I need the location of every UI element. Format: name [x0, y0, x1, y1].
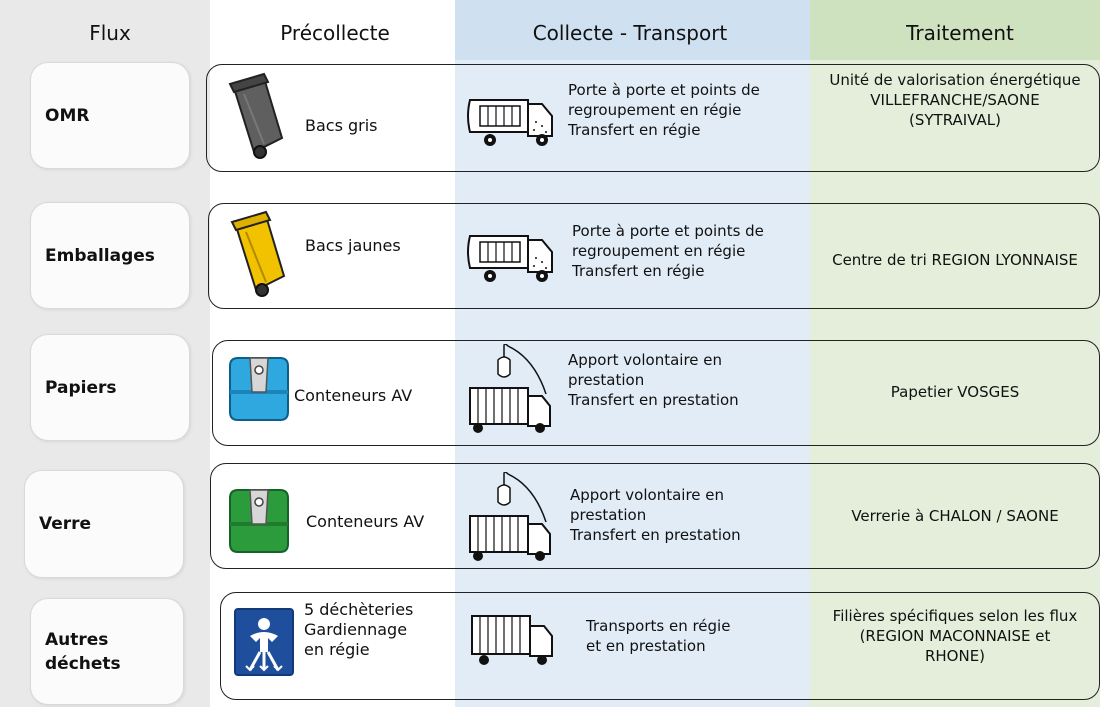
precollecte-text-emballages: Bacs jaunes — [305, 236, 401, 255]
traitement-text-papiers: Papetier VOSGES — [890, 383, 1020, 401]
precollecte-text-omr: Bacs gris — [305, 116, 378, 135]
collecte-text-verre: Apport volontaire en prestation Transfer… — [570, 486, 741, 544]
crane-truck-icon — [464, 343, 560, 440]
flux-label-text: Verre — [39, 514, 92, 534]
grey-wheelie-bin-icon — [224, 72, 290, 166]
flux-label-omr: OMR — [30, 62, 190, 169]
header-precollecte: Précollecte — [280, 21, 390, 45]
refuse-truck-icon — [464, 88, 560, 154]
traitement-text-autres-dechets: Filières spécifiques selon les flux (REG… — [832, 607, 1078, 665]
traitement-column-band — [810, 0, 1100, 707]
dechetterie-sign-icon — [234, 608, 294, 680]
flux-label-text: Papiers — [45, 377, 117, 398]
collecte-text-emballages: Porte à porte et points de regroupement … — [572, 222, 764, 280]
collecte-text-omr: Porte à porte et points de regroupement … — [568, 81, 760, 139]
collecte-text-papiers: Apport volontaire en prestation Transfer… — [568, 351, 739, 409]
flux-label-text: Emballages — [45, 245, 155, 266]
traitement-text-omr: Unité de valorisation énergétique VILLEF… — [829, 71, 1081, 129]
box-truck-icon — [466, 608, 562, 672]
precollecte-text-verre: Conteneurs AV — [306, 512, 425, 531]
flux-label-autres-dechets: Autres déchets — [30, 598, 184, 705]
precollecte-text-papiers: Conteneurs AV — [294, 386, 413, 405]
flux-label-papiers: Papiers — [30, 334, 190, 441]
flux-label-emballages: Emballages — [30, 202, 190, 309]
header-flux: Flux — [89, 21, 131, 45]
refuse-truck-icon — [464, 224, 560, 290]
collecte-text-autres-dechets: Transports en régie et en prestation — [586, 617, 731, 655]
crane-truck-icon — [464, 471, 560, 568]
flux-label-text: OMR — [45, 105, 90, 126]
green-drop-off-container-icon — [226, 482, 292, 560]
flux-label-verre: Verre — [24, 470, 184, 578]
blue-drop-off-container-icon — [226, 350, 292, 428]
traitement-text-emballages: Centre de tri REGION LYONNAISE — [832, 251, 1078, 269]
header-collecte-transport: Collecte - Transport — [532, 21, 728, 45]
yellow-wheelie-bin-icon — [226, 210, 292, 304]
traitement-text-verre: Verrerie à CHALON / SAONE — [851, 507, 1059, 525]
flux-label-text: Autres déchets — [45, 629, 121, 674]
precollecte-text-autres-dechets: 5 déchèteries Gardiennage en régie — [304, 600, 414, 659]
header-traitement: Traitement — [906, 21, 1014, 45]
